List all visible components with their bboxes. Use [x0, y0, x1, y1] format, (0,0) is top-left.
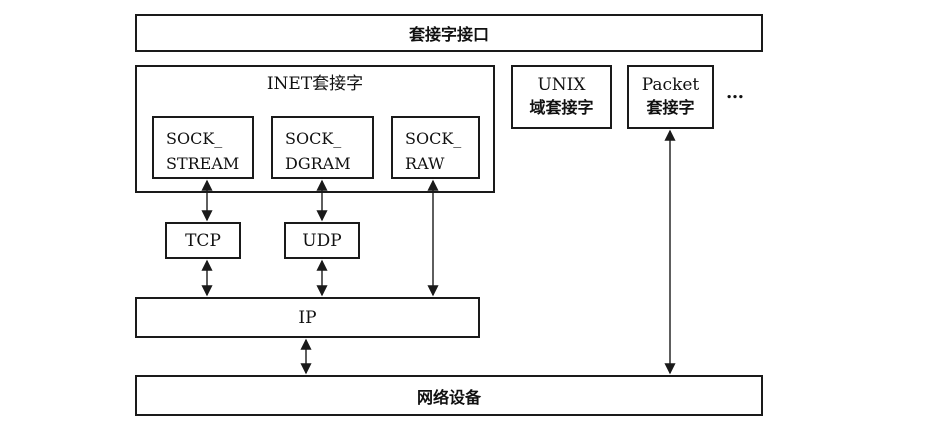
- sock-stream-line2: STREAM: [166, 154, 240, 173]
- unix-socket-box: UNIX 域套接字: [511, 65, 612, 129]
- sock-dgram-box: SOCK_ DGRAM: [271, 116, 374, 179]
- unix-socket-line1: UNIX: [537, 75, 586, 95]
- network-device-label: 网络设备: [416, 387, 481, 407]
- sock-raw-line1: SOCK_: [405, 129, 462, 148]
- socket-interface-box: 套接字接口: [135, 14, 763, 52]
- udp-label: UDP: [302, 230, 342, 251]
- socket-interface-label: 套接字接口: [408, 25, 489, 44]
- packet-socket-line1: Packet: [641, 75, 700, 95]
- sock-dgram-line1: SOCK_: [285, 129, 342, 148]
- sock-stream-line1: SOCK_: [166, 129, 223, 148]
- tcp-label: TCP: [185, 230, 221, 251]
- tcp-box: TCP: [165, 222, 241, 259]
- more-ellipsis: …: [726, 82, 744, 103]
- ip-label: IP: [298, 307, 317, 328]
- inet-socket-title: INET套接字: [266, 74, 364, 94]
- ip-box: IP: [135, 297, 480, 338]
- sock-stream-box: SOCK_ STREAM: [152, 116, 254, 179]
- sock-dgram-line2: DGRAM: [285, 154, 351, 173]
- unix-socket-line2: 域套接字: [529, 98, 594, 117]
- packet-socket-line2: 套接字: [646, 98, 695, 117]
- packet-socket-box: Packet 套接字: [627, 65, 714, 129]
- network-device-box: 网络设备: [135, 375, 763, 416]
- sock-raw-box: SOCK_ RAW: [391, 116, 480, 179]
- udp-box: UDP: [284, 222, 360, 259]
- sock-raw-line2: RAW: [405, 154, 445, 173]
